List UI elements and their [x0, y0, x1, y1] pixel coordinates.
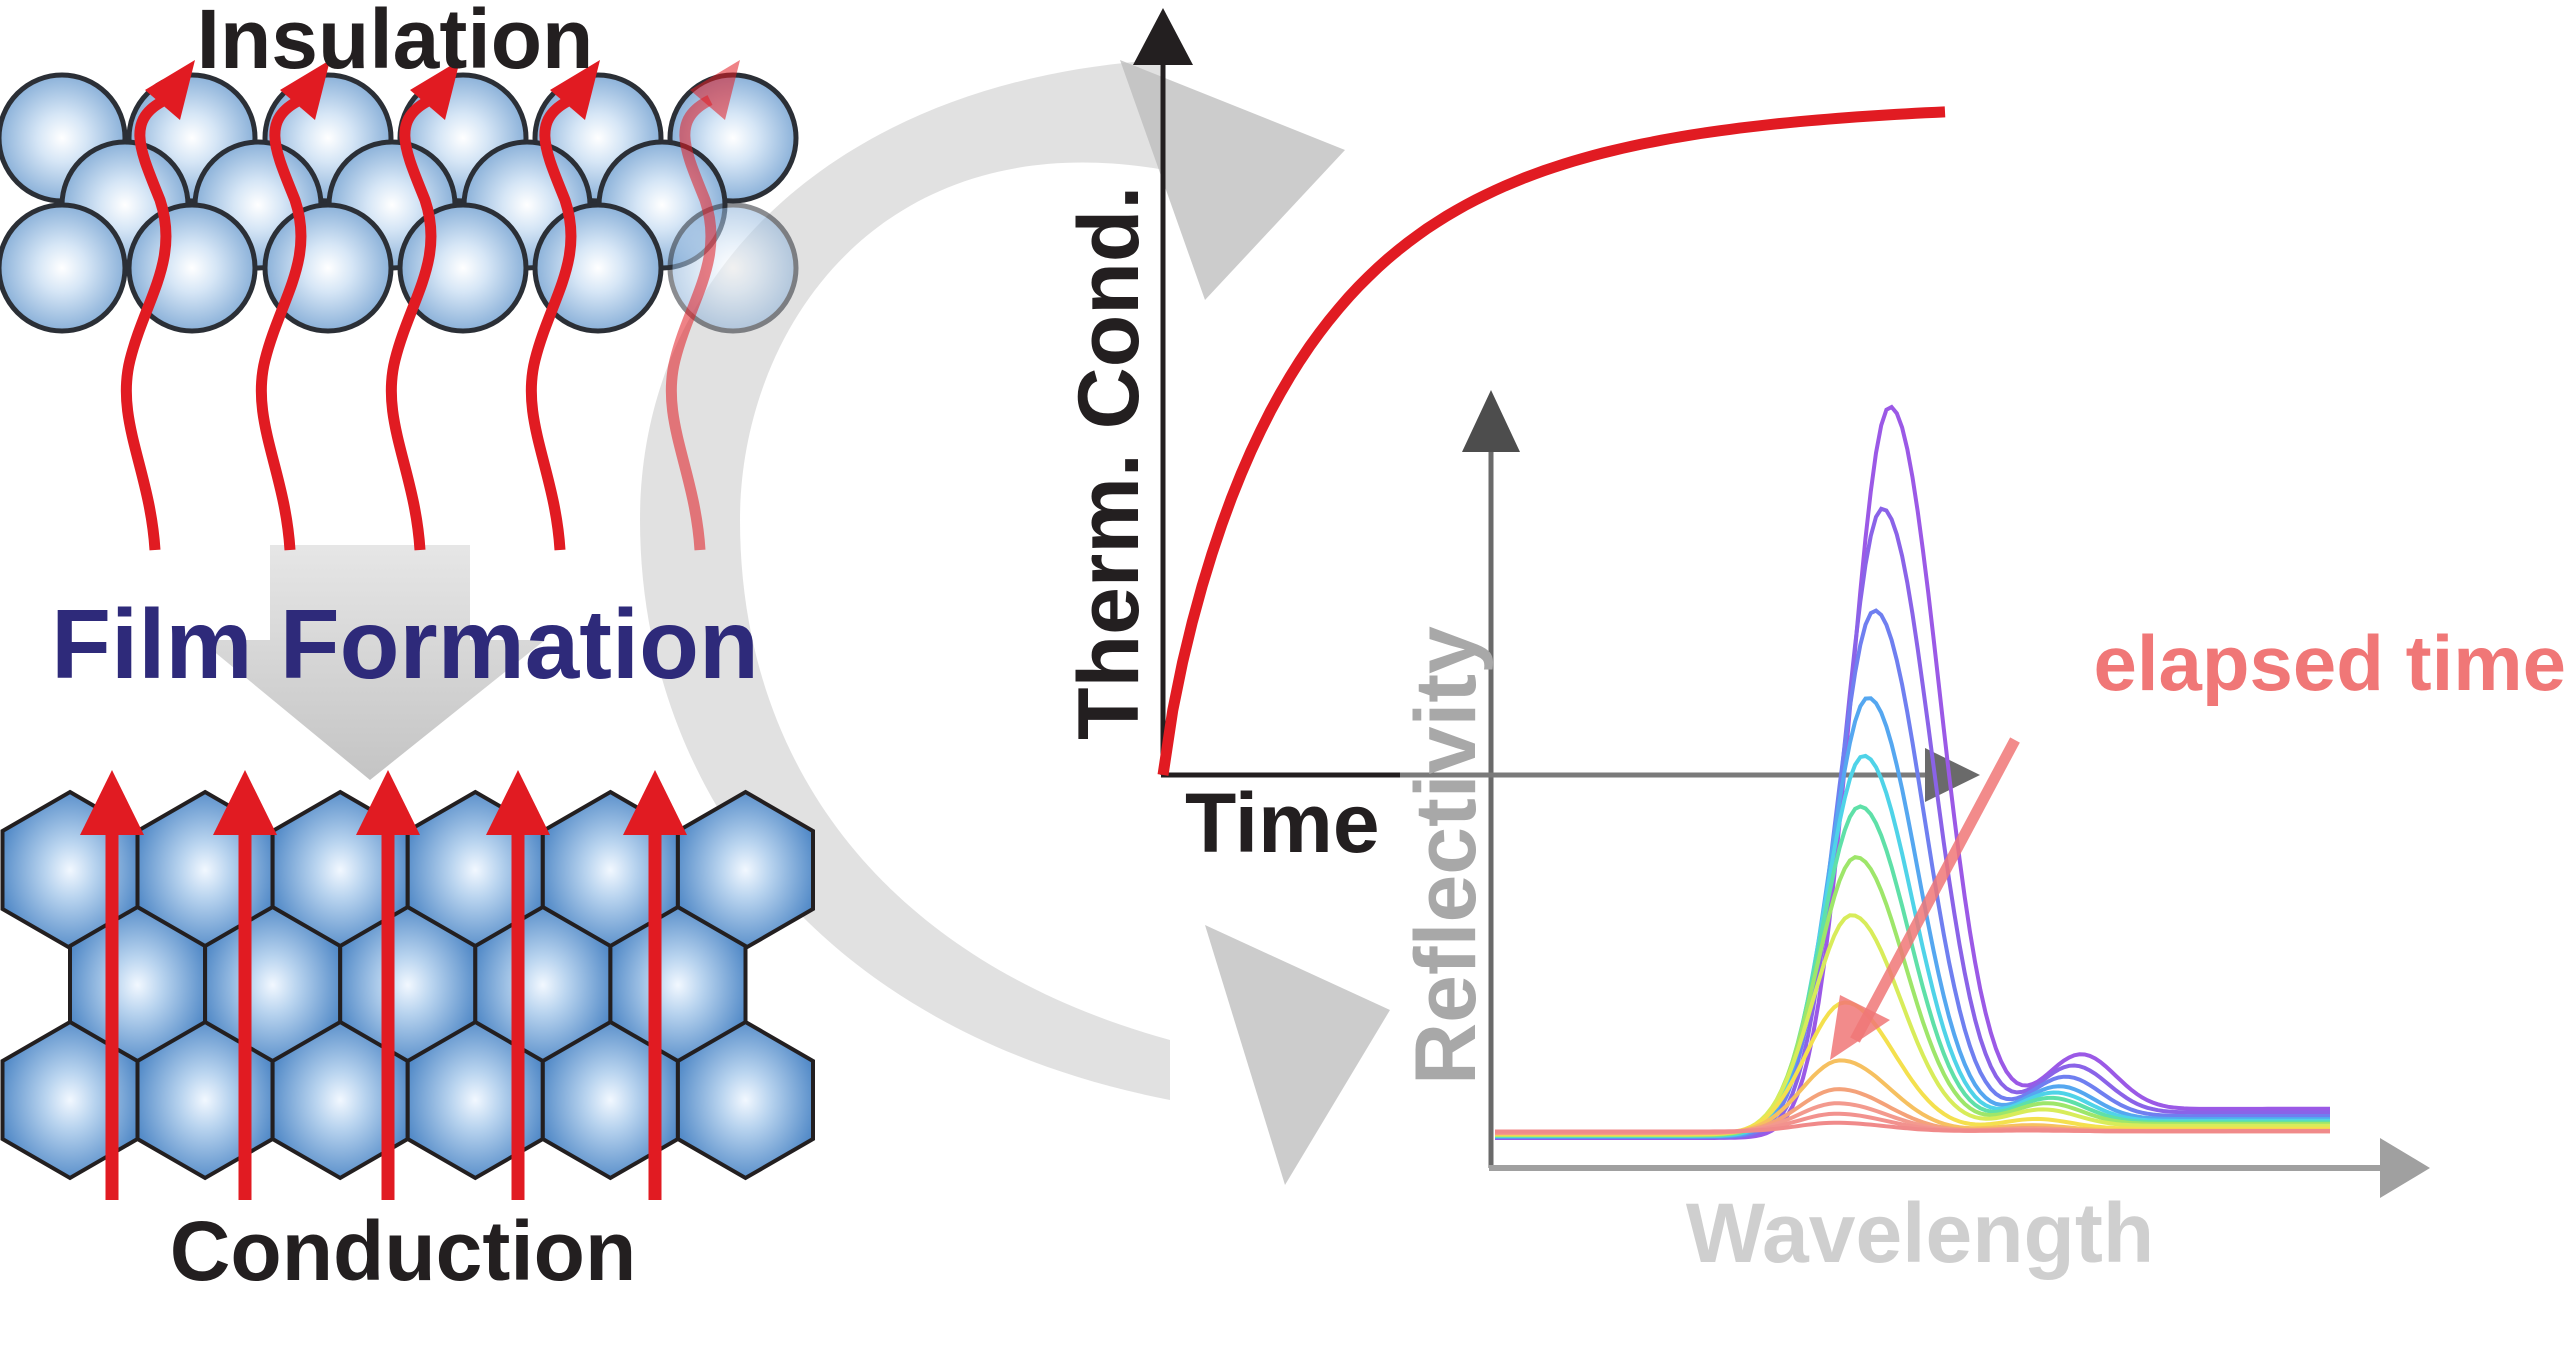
wavy-heat-path — [255, 95, 307, 551]
spectrum-line — [1495, 1120, 2330, 1134]
elapsed-time-arrow — [1850, 737, 2020, 1043]
thermal-y-axis-arrowhead — [1133, 8, 1193, 65]
elapsed-time-label: elapsed time — [2093, 619, 2566, 707]
sphere-layer — [0, 72, 799, 334]
film-formation-label: Film Formation — [51, 589, 759, 699]
reflect-x-label: Wavelength — [1686, 1186, 2154, 1280]
elapsed-time-arrowhead — [1830, 995, 1890, 1060]
wavy-arrowhead — [550, 60, 600, 120]
spectrum-line — [1495, 506, 2330, 1140]
thermal-conductivity-curve — [1157, 106, 1946, 776]
film-formation-arrow — [200, 545, 545, 780]
wavy-arrowhead — [145, 60, 195, 120]
thermal-x-label: Time — [1185, 776, 1380, 870]
straight-arrowhead — [213, 770, 277, 835]
reflectivity-plot: Reflectivity Wavelength elapsed time — [1398, 390, 2566, 1280]
reflect-y-label: Reflectivity — [1398, 626, 1494, 1085]
sphere — [397, 202, 529, 334]
straight-arrowhead — [356, 770, 420, 835]
hexagon — [675, 1019, 815, 1181]
wavy-arrowhead — [280, 60, 330, 120]
reflectivity-spectra — [1495, 404, 2330, 1140]
wavy-arrowhead — [410, 60, 460, 120]
wavy-heat-path — [665, 95, 717, 551]
wavy-heat-path — [120, 95, 172, 551]
reflect-y-axis-arrowhead — [1462, 390, 1520, 452]
spectrum-line — [1495, 804, 2330, 1138]
hexagon-layer — [0, 789, 815, 1181]
wavy-heat-path — [385, 95, 437, 551]
conduction-heat-paths — [80, 770, 687, 1200]
insulation-label: Insulation — [197, 0, 594, 86]
wavy-heat-path — [525, 95, 577, 551]
thermal-y-label: Therm. Cond. — [1061, 186, 1157, 740]
spectrum-line — [1495, 696, 2330, 1139]
wavy-arrowhead — [690, 60, 740, 120]
reflect-overlay-arrowhead — [1925, 748, 1980, 802]
insulation-heat-paths — [120, 60, 740, 551]
conduction-label: Conduction — [170, 1204, 637, 1298]
straight-arrowhead — [623, 770, 687, 835]
straight-arrowhead — [486, 770, 550, 835]
reflect-x-axis-arrowhead — [2380, 1138, 2430, 1198]
straight-arrowhead — [80, 770, 144, 835]
sphere — [0, 202, 128, 334]
thermal-conductivity-plot: Therm. Cond. Time — [1061, 8, 1946, 870]
